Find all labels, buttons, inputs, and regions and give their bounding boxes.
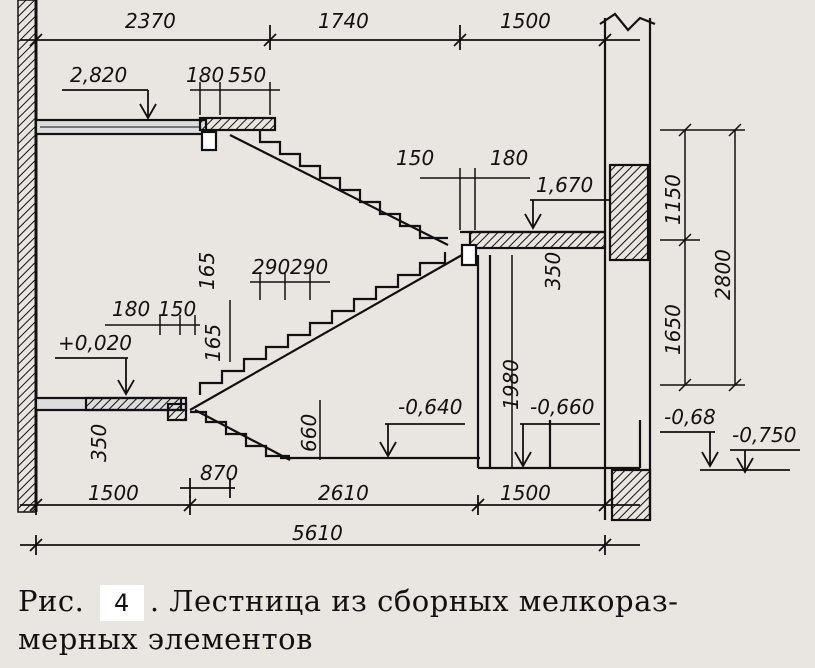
- elev-0020: +0,020: [58, 331, 132, 355]
- dim-350-mid: 350: [541, 252, 565, 290]
- dim-350-low: 350: [87, 424, 111, 462]
- dim-180-top: 180: [186, 63, 224, 87]
- upper-landing: [34, 116, 277, 152]
- dim-2800: 2800: [711, 249, 735, 300]
- dim-150-mid: 150: [396, 146, 434, 170]
- dim-180-low: 180: [112, 297, 150, 321]
- right-vertical-dims: [660, 123, 745, 392]
- middle-landing: [460, 230, 607, 267]
- lower-flight: [189, 252, 463, 411]
- elev-068: -0,68: [664, 405, 716, 429]
- elev-0640: -0,640: [398, 395, 462, 419]
- figure-caption: Рис. 4. Лестница из сборных мелкораз- ме…: [18, 583, 808, 657]
- dim-150-low: 150: [158, 297, 196, 321]
- elev-1670: 1,670: [536, 173, 593, 197]
- figure-number: 4: [100, 585, 144, 621]
- dim-870: 870: [200, 461, 238, 485]
- dim-2370: 2370: [125, 9, 176, 33]
- elev-0750: -0,750: [732, 423, 796, 447]
- stairwell: [476, 255, 642, 470]
- left-wall: [17, 0, 37, 513]
- staircase-drawing: 2370 1740 1500 2,820 180 550 15: [17, 0, 800, 555]
- dim-1500-bottom-left: 1500: [88, 481, 139, 505]
- dim-660: 660: [297, 414, 321, 452]
- dim-1150: 1150: [661, 174, 685, 225]
- bottom-dimension-lines: [20, 478, 640, 555]
- foundation-flight: [190, 409, 480, 461]
- right-column: [599, 12, 656, 522]
- upper-flight: [229, 130, 449, 246]
- elev-0660: -0,660: [530, 395, 594, 419]
- dim-165-a: 165: [195, 252, 219, 290]
- dim-1500-bottom-right: 1500: [500, 481, 551, 505]
- dim-5610: 5610: [292, 521, 343, 545]
- dim-2610: 2610: [318, 481, 369, 505]
- dim-165-b: 165: [201, 324, 225, 362]
- lower-flight-dims: [229, 272, 330, 362]
- lower-landing: [34, 396, 188, 422]
- dim-1500-top: 1500: [500, 9, 551, 33]
- dim-180-mid: 180: [490, 146, 528, 170]
- dim-1980: 1980: [499, 359, 523, 410]
- dim-550-top: 550: [228, 63, 266, 87]
- caption-text: . Лестница из сборных мелкораз-: [149, 584, 679, 618]
- caption-prefix: Рис.: [18, 584, 85, 618]
- caption-line2: мерных элементов: [18, 622, 313, 656]
- elev-2820: 2,820: [70, 63, 127, 87]
- dim-290-b: 290: [290, 255, 328, 279]
- dim-290-a: 290: [252, 255, 290, 279]
- dim-1650: 1650: [661, 304, 685, 355]
- dim-1740: 1740: [318, 9, 369, 33]
